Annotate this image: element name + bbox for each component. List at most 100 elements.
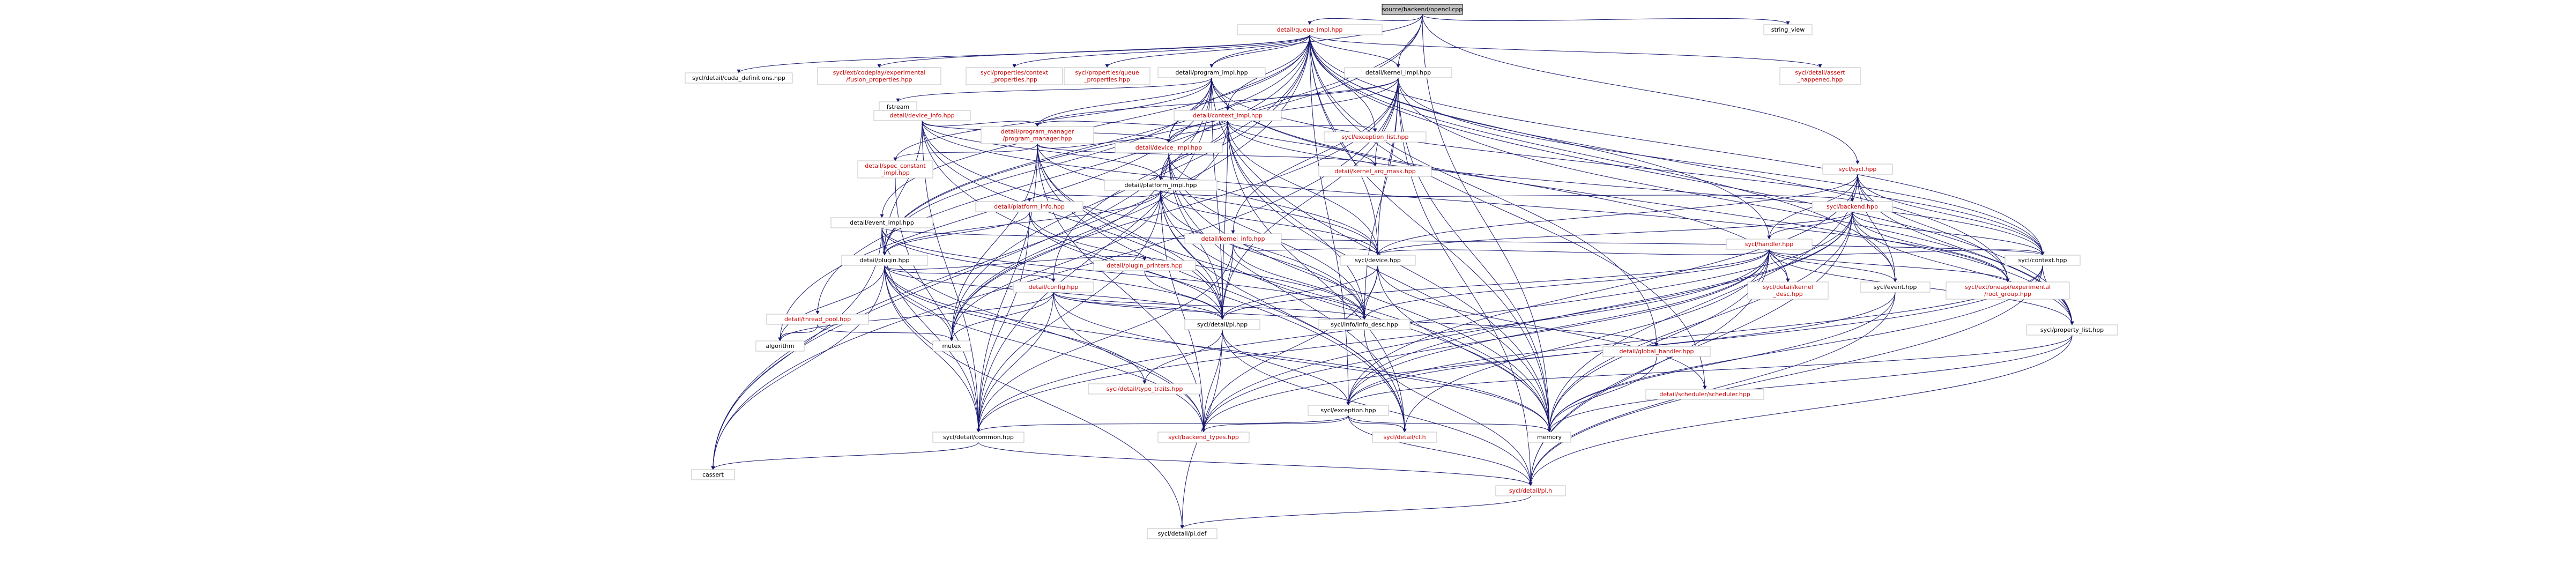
node-progmgr[interactable]: detail/program_manager/program_manager.h… <box>981 126 1094 144</box>
node-backend[interactable]: sycl/backend.hpp <box>1812 201 1893 212</box>
node-event[interactable]: sycl/event.hpp <box>1860 281 1931 293</box>
edge-progmgr-to-clh <box>1037 143 1407 433</box>
node-box <box>981 126 1094 144</box>
node-rootgroup[interactable]: sycl/ext/oneapi/experimental/root_group.… <box>1946 281 2070 300</box>
node-evimpl[interactable]: detail/event_impl.hpp <box>830 217 933 228</box>
node-program[interactable]: detail/program_impl.hpp <box>1157 67 1266 78</box>
node-box <box>932 340 971 352</box>
node-devinfo[interactable]: detail/device_info.hpp <box>873 110 971 121</box>
edge-progmgr-to-pihpp <box>1037 143 1224 320</box>
edge-ctximpl-to-infodesc <box>1227 120 1367 320</box>
node-strview[interactable]: string_view <box>1763 24 1813 35</box>
edge-progmgr-to-btypes <box>1037 143 1206 433</box>
node-fstream[interactable]: fstream <box>879 101 917 113</box>
node-ctximpl[interactable]: detail/context_impl.hpp <box>1174 110 1282 121</box>
edge-proplist-to-memory <box>1547 335 2073 433</box>
edge-config-to-infodesc <box>1053 292 1367 320</box>
edge-ctximpl-to-memory <box>1227 120 1551 433</box>
node-kernel[interactable]: detail/kernel_impl.hpp <box>1344 67 1452 78</box>
node-pih[interactable]: sycl/detail/pi.h <box>1495 485 1566 496</box>
node-kdesc[interactable]: sycl/detail/kernel_desc.hpp <box>1747 281 1829 300</box>
edge-program-to-fstream <box>896 77 1212 102</box>
node-label: /fusion_properties.hpp <box>846 76 912 83</box>
node-syclhpp[interactable]: sycl/sycl.hpp <box>1822 164 1893 175</box>
node-typetraits[interactable]: sycl/detail/type_traits.hpp <box>1088 383 1201 395</box>
edge-pihpp-to-typetraits <box>1142 329 1223 384</box>
edge-config-to-pihpp <box>1053 292 1224 320</box>
node-pihpp[interactable]: sycl/detail/pi.hpp <box>1184 319 1260 330</box>
node-platimpl[interactable]: detail/platform_impl.hpp <box>1104 180 1218 191</box>
node-box <box>691 469 735 480</box>
edge-progmgr-to-kargmask <box>1037 143 1377 167</box>
node-label: sycl/handler.hpp <box>1745 241 1794 248</box>
edge-handler-to-event <box>1769 249 1897 283</box>
node-box <box>1812 201 1893 212</box>
edge-progmgr-to-devimpl <box>1037 138 1171 148</box>
edge-kernel-to-ctximpl <box>1226 77 1399 111</box>
node-label: cassert <box>702 471 724 478</box>
node-qprops[interactable]: sycl/properties/queue_properties.hpp <box>1064 67 1150 85</box>
node-sched[interactable]: detail/scheduler/scheduler.hpp <box>1645 389 1764 400</box>
node-handler[interactable]: sycl/handler.hpp <box>1726 239 1813 250</box>
node-pidef[interactable]: sycl/detail/pi.def <box>1147 528 1218 539</box>
node-threadpool[interactable]: detail/thread_pool.hpp <box>766 314 869 325</box>
node-proplist[interactable]: sycl/property_list.hpp <box>2026 324 2118 336</box>
node-context[interactable]: sycl/context.hpp <box>2005 255 2081 266</box>
node-globalh[interactable]: detail/global_handler.hpp <box>1602 346 1711 357</box>
node-kargmask[interactable]: detail/kernel_arg_mask.hpp <box>1318 166 1432 177</box>
node-common[interactable]: sycl/detail/common.hpp <box>932 432 1025 443</box>
node-assert[interactable]: sycl/detail/assert_happened.hpp <box>1779 67 1861 85</box>
node-ctxprops[interactable]: sycl/properties/context_properties.hpp <box>966 67 1063 85</box>
node-label: detail/kernel_info.hpp <box>1201 235 1265 242</box>
edge-backend-to-handler <box>1767 211 1853 240</box>
edge-kernel-to-pih <box>1398 77 1533 486</box>
node-label: sycl/backend.hpp <box>1827 203 1878 210</box>
edge-platimpl-to-infodesc <box>1160 190 1367 320</box>
node-cassert[interactable]: cassert <box>691 469 735 480</box>
edge-root-to-queue <box>1308 14 1423 25</box>
node-plugprint[interactable]: detail/plugin_printers.hpp <box>1093 260 1196 271</box>
node-queue[interactable]: detail/queue_impl.hpp <box>1237 24 1383 35</box>
node-box <box>857 160 933 179</box>
node-box <box>1645 389 1764 400</box>
node-label: detail/thread_pool.hpp <box>784 316 851 323</box>
edge-kinfo-to-common <box>976 243 1234 433</box>
node-plugin[interactable]: detail/plugin.hpp <box>841 255 928 266</box>
edge-ctximpl-to-device <box>1227 120 1380 256</box>
node-label: sycl/info/info_desc.hpp <box>1331 321 1398 328</box>
edge-plugin-to-typetraits <box>884 265 1147 384</box>
node-label: sycl/ext/oneapi/experimental <box>1965 284 2051 291</box>
node-specconst[interactable]: detail/spec_constant_impl.hpp <box>857 160 933 179</box>
node-memory[interactable]: memory <box>1527 432 1571 443</box>
node-label: sycl/property_list.hpp <box>2040 326 2104 333</box>
node-label: sycl/exception.hpp <box>1320 407 1376 414</box>
node-cuda[interactable]: sycl/detail/cuda_definitions.hpp <box>685 72 793 84</box>
node-config[interactable]: detail/config.hpp <box>1013 281 1094 293</box>
node-label: sycl/detail/pi.h <box>1509 487 1552 494</box>
node-mutex[interactable]: mutex <box>932 340 971 352</box>
node-label: sycl/detail/kernel <box>1763 284 1813 291</box>
node-label: sycl/detail/type_traits.hpp <box>1107 385 1183 392</box>
node-exclist[interactable]: sycl/exception_list.hpp <box>1324 131 1427 143</box>
edge-handler-to-exception <box>1346 249 1770 406</box>
node-label: sycl/exception_list.hpp <box>1342 133 1409 140</box>
node-devimpl[interactable]: detail/device_impl.hpp <box>1115 142 1223 153</box>
node-clh[interactable]: sycl/detail/cl.h <box>1372 432 1437 443</box>
node-box <box>1527 432 1571 443</box>
node-infodesc[interactable]: sycl/info/info_desc.hpp <box>1318 319 1411 330</box>
node-fusion[interactable]: sycl/ext/codeplay/experimental/fusion_pr… <box>817 67 941 85</box>
edge-common-to-pih <box>978 442 1533 486</box>
node-platinfo[interactable]: detail/platform_info.hpp <box>975 201 1083 212</box>
edge-devinfo-to-rootgroup <box>922 120 2010 283</box>
edge-platimpl-to-backend <box>1160 190 1854 202</box>
node-exception[interactable]: sycl/exception.hpp <box>1308 405 1389 416</box>
node-btypes[interactable]: sycl/backend_types.hpp <box>1157 432 1250 443</box>
edge-globalh-to-memory <box>1547 356 1657 433</box>
node-algorithm[interactable]: algorithm <box>755 340 805 352</box>
node-label: detail/context_impl.hpp <box>1193 112 1263 119</box>
node-device[interactable]: sycl/device.hpp <box>1340 255 1416 266</box>
node-label: detail/event_impl.hpp <box>850 219 914 226</box>
node-label: /root_group.hpp <box>1984 291 2031 298</box>
node-kinfo[interactable]: detail/kernel_info.hpp <box>1184 233 1282 244</box>
